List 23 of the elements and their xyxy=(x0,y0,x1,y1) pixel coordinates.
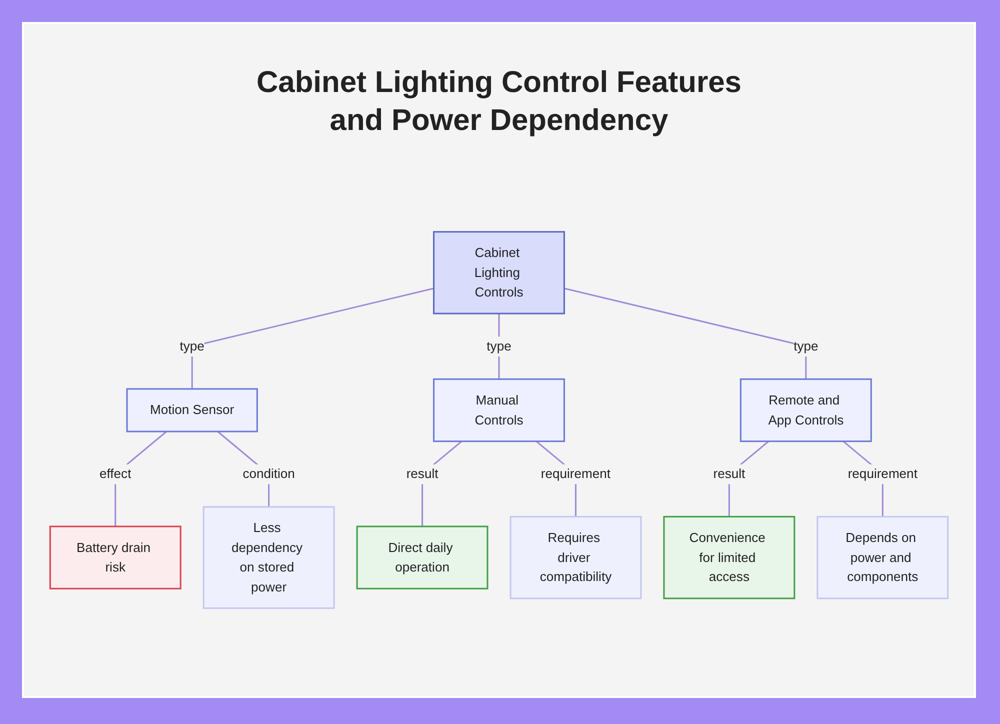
card-background: Cabinet Lighting Control Features and Power Dependency type type type effect condition result requirement result requirement Cabinet Lighting Controls Motion Sensor Manual Controls Remote and App Controls Battery drain risk Less dependency on stored power Direct daily operation Requires driver compatibility Convenience for limited access Depends on power and components xyxy=(22,22,976,698)
edge-label: result xyxy=(406,466,438,482)
node-box xyxy=(126,388,258,432)
connector xyxy=(564,288,807,380)
edge-label: result xyxy=(713,466,746,482)
edge-label: requirement xyxy=(540,466,611,482)
node-box xyxy=(202,506,335,609)
node-box xyxy=(740,378,872,442)
edge-label: requirement xyxy=(848,466,918,482)
edge-label: effect xyxy=(100,466,132,482)
edge-label: type xyxy=(486,338,512,354)
diagram-title: Cabinet Lighting Control Features and Power Dependency xyxy=(256,65,742,138)
connector xyxy=(191,288,434,389)
node-box xyxy=(433,378,565,442)
node-box xyxy=(663,516,796,600)
node-box xyxy=(510,516,642,600)
edge-label: condition xyxy=(242,466,295,482)
node-box xyxy=(49,526,182,590)
edge-label: type xyxy=(794,338,818,354)
node-box xyxy=(356,526,488,590)
node-box xyxy=(433,231,565,314)
node-box xyxy=(816,516,949,600)
edge-label: type xyxy=(180,338,204,354)
